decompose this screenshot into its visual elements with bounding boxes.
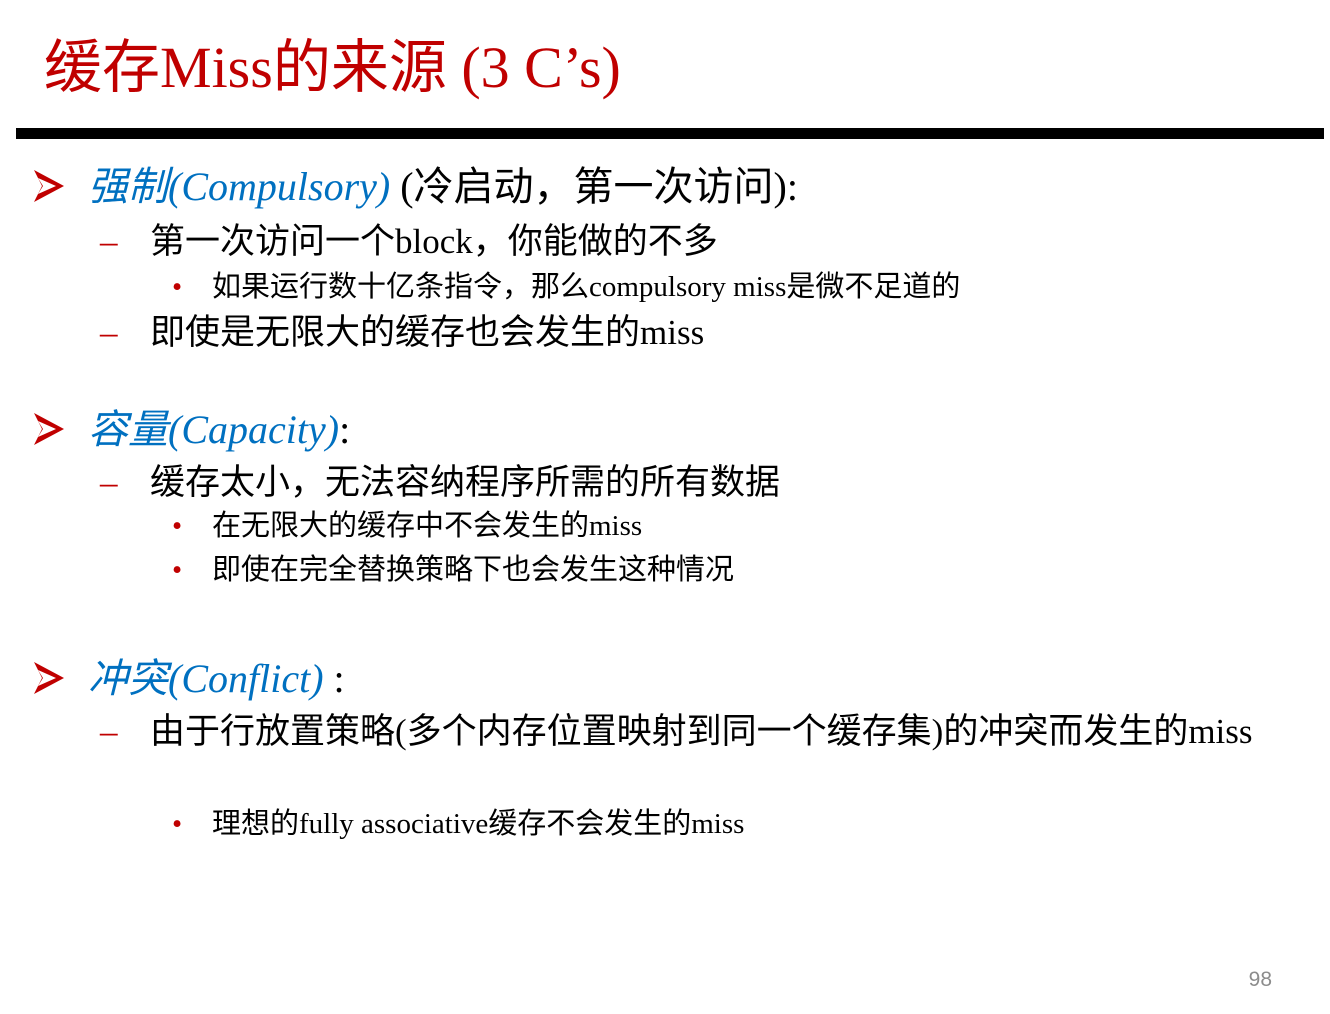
section-conflict: 冲突(Conflict) : — [32, 654, 345, 704]
dash-marker: – — [100, 712, 118, 751]
title-divider — [16, 128, 1324, 139]
section-term: 冲突(Conflict) — [88, 656, 324, 701]
list-item: –由于行放置策略(多个内存位置映射到同一个缓存集)的冲突而发生的miss — [100, 709, 1300, 755]
bullet-marker: • — [172, 808, 183, 840]
dash-marker: – — [100, 313, 118, 352]
list-item: –即使是无限大的缓存也会发生的miss — [100, 310, 704, 356]
bullet-marker: • — [172, 510, 183, 542]
section-term: 容量(Capacity) — [88, 407, 340, 452]
list-item-text: 即使是无限大的缓存也会发生的miss — [150, 313, 705, 352]
page-number: 98 — [1248, 968, 1272, 991]
section-heading-rest: : — [339, 407, 351, 452]
list-item-text: 由于行放置策略(多个内存位置映射到同一个缓存集)的冲突而发生的miss — [150, 712, 1253, 751]
sub-list-item: • 如果运行数十亿条指令，那么compulsory miss是微不足道的 — [172, 267, 960, 307]
section-heading-rest: (冷启动，第一次访问): — [390, 164, 798, 209]
sub-list-item: • 理想的fully associative缓存不会发生的miss — [172, 804, 744, 844]
sub-list-item-text: 在无限大的缓存中不会发生的miss — [212, 510, 643, 542]
arrow-bullet-icon — [34, 170, 64, 202]
list-item-text: 缓存太小，无法容纳程序所需的所有数据 — [150, 463, 781, 502]
dash-marker: – — [100, 222, 118, 261]
sub-list-item: • 在无限大的缓存中不会发生的miss — [172, 506, 642, 546]
sub-list-item: • 即使在完全替换策略下也会发生这种情况 — [172, 550, 734, 590]
list-item: –第一次访问一个block，你能做的不多 — [100, 219, 718, 265]
bullet-marker: • — [172, 554, 183, 586]
section-capacity: 容量(Capacity): — [32, 405, 350, 455]
list-item: –缓存太小，无法容纳程序所需的所有数据 — [100, 460, 780, 506]
sub-list-item-text: 如果运行数十亿条指令，那么compulsory miss是微不足道的 — [212, 271, 961, 303]
list-item-text: 第一次访问一个block，你能做的不多 — [150, 222, 718, 261]
section-term: 强制(Compulsory) — [88, 164, 391, 209]
sub-list-item-text: 理想的fully associative缓存不会发生的miss — [212, 808, 745, 840]
section-heading-rest: : — [323, 656, 345, 701]
slide-title: 缓存Miss的来源 (3 C’s) — [44, 35, 621, 100]
sub-list-item-text: 即使在完全替换策略下也会发生这种情况 — [212, 554, 735, 586]
arrow-bullet-icon — [34, 413, 64, 445]
bullet-marker: • — [172, 271, 183, 303]
dash-marker: – — [100, 463, 118, 502]
arrow-bullet-icon — [34, 662, 64, 694]
section-compulsory: 强制(Compulsory) (冷启动，第一次访问): — [32, 162, 798, 212]
